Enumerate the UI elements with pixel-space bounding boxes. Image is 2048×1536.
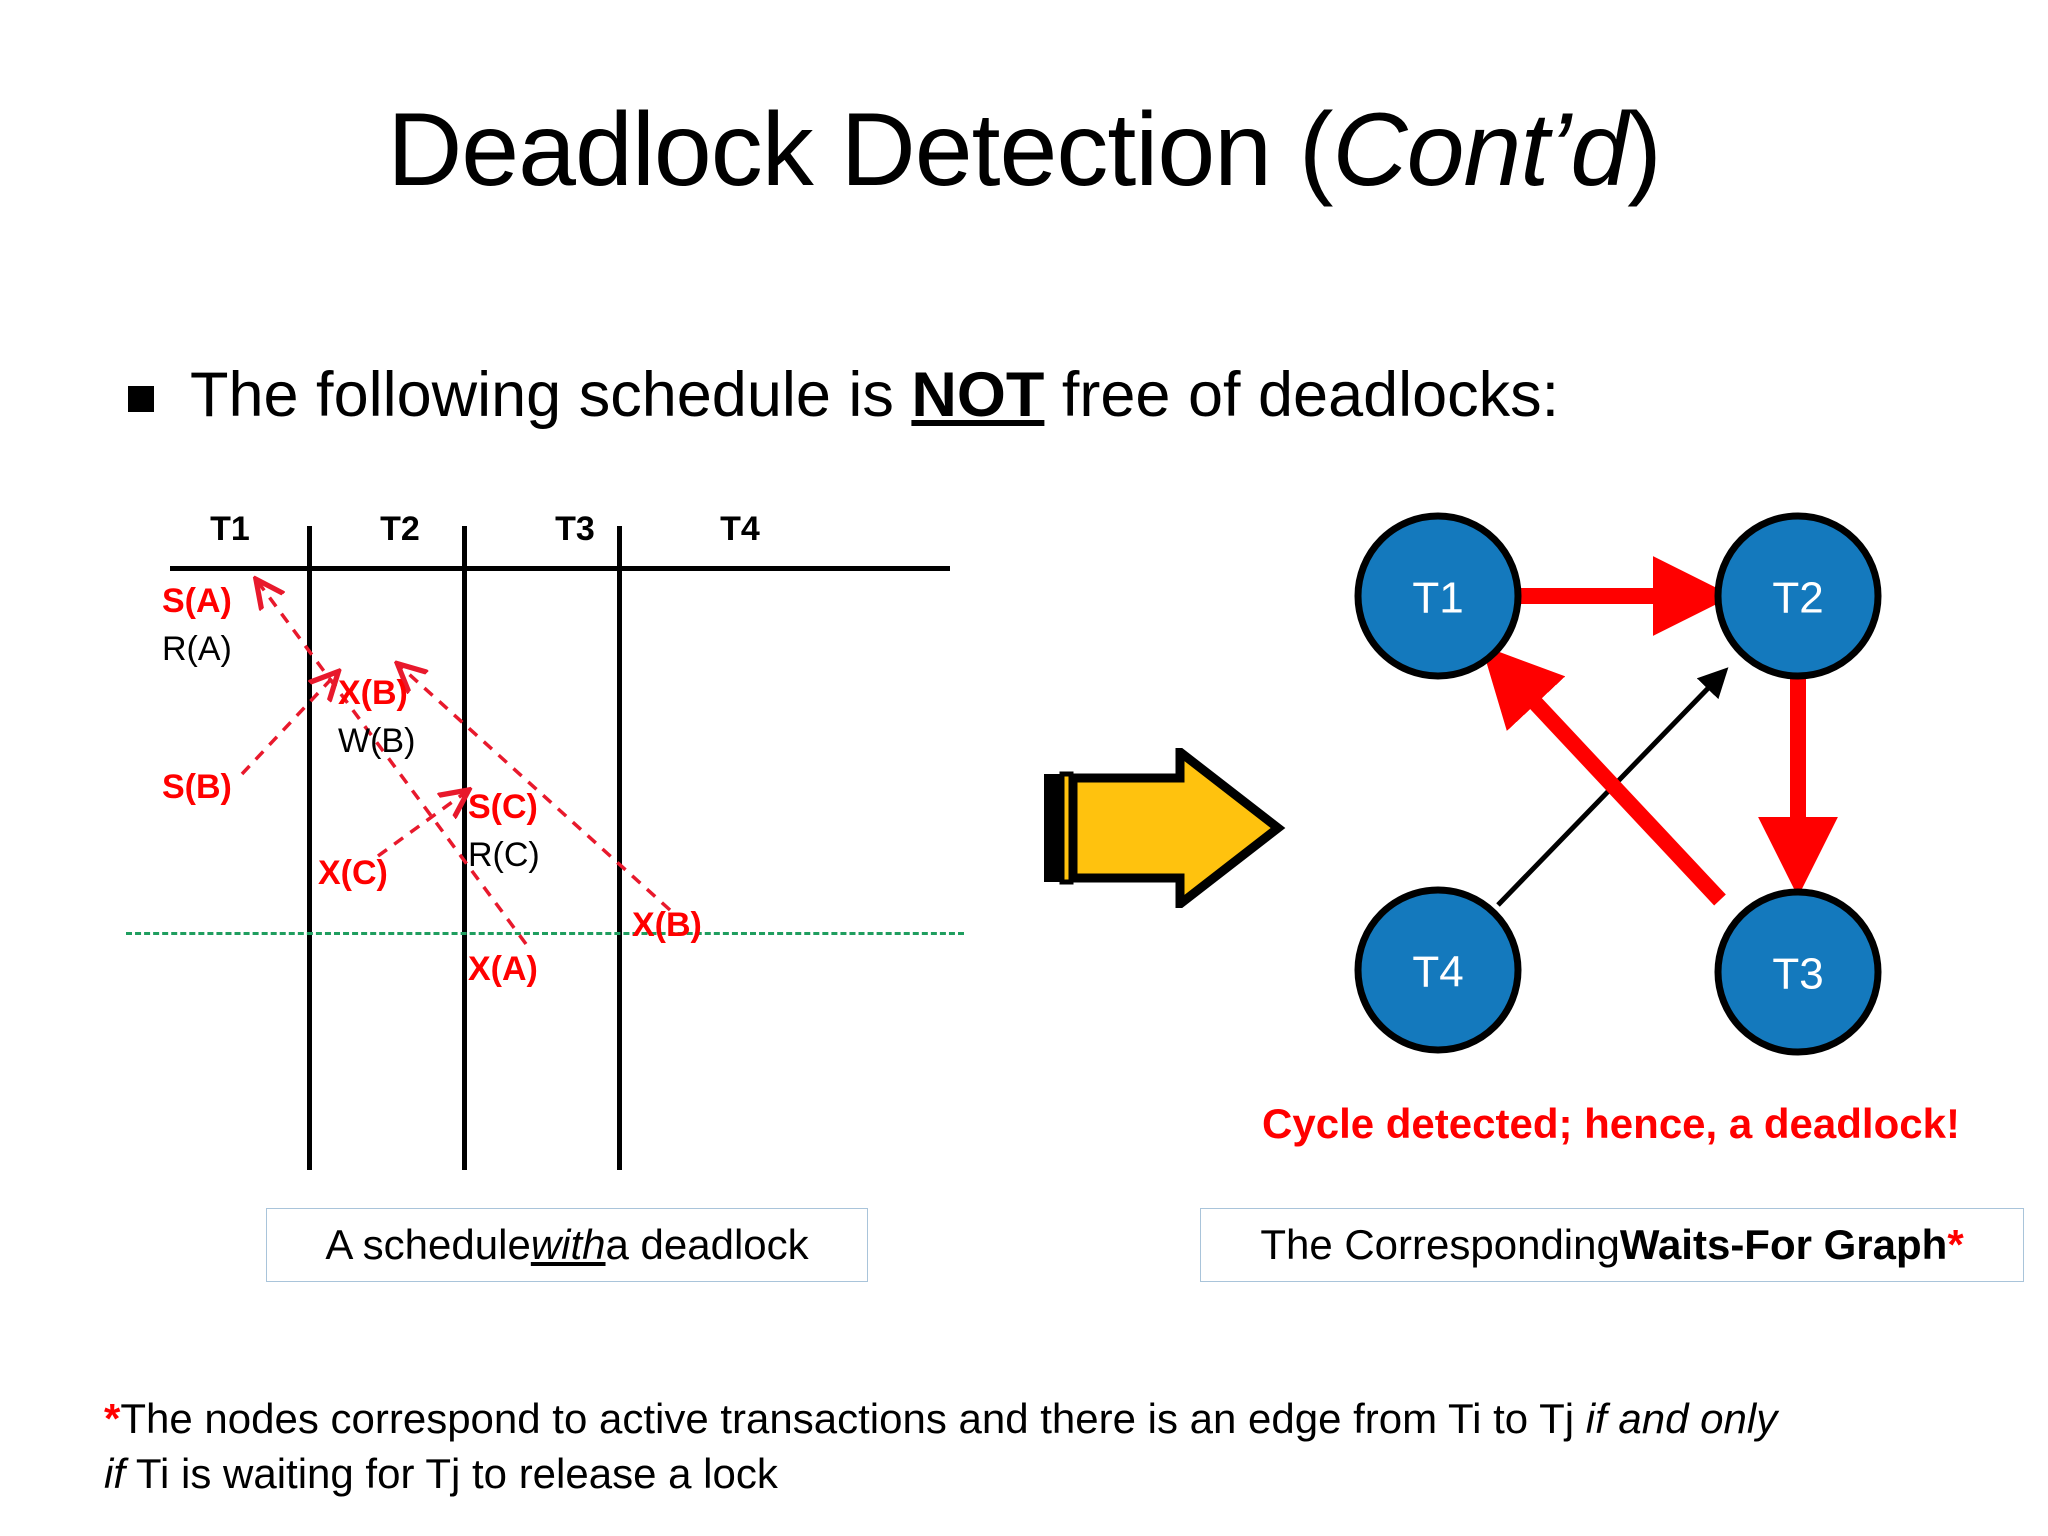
schedule-column-header-t4: T4 <box>720 510 760 548</box>
schedule-cell-t3-rc: R(C) <box>468 836 540 874</box>
footnote-line2-post: Ti is waiting for Tj to release a lock <box>125 1449 778 1497</box>
bullet-text: The following schedule is NOT free of de… <box>190 360 1559 431</box>
bullet-post: free of deadlocks: <box>1044 360 1560 430</box>
wfg-node-t3[interactable]: T3 <box>1714 888 1882 1056</box>
schedule-cell-t2-wb: W(B) <box>338 722 416 760</box>
schedule-cell-t3-xa: X(A) <box>468 950 538 988</box>
schedule-caption-post: a deadlock <box>605 1221 809 1268</box>
wait-arrow-xa-to-sa <box>258 582 528 946</box>
graph-caption-pre: The Corresponding <box>1260 1221 1620 1268</box>
schedule-cell-t1-sa: S(A) <box>162 582 232 620</box>
schedule-column-header-t3: T3 <box>555 510 595 548</box>
schedule-cell-t3-sc: S(C) <box>468 788 538 826</box>
deadlock-cut-line <box>126 932 964 935</box>
wait-arrow-xb4-to-xb2 <box>400 666 672 912</box>
wfg-node-t4[interactable]: T4 <box>1354 886 1522 1054</box>
footnote-star: * <box>104 1395 121 1442</box>
graph-caption-footnote-marker: * <box>1947 1221 1964 1268</box>
cycle-detected-message: Cycle detected; hence, a deadlock! <box>1262 1100 1960 1147</box>
title-close: ) <box>1627 92 1662 208</box>
bullet-pre: The following schedule is <box>190 360 912 430</box>
schedule-column-header-t2: T2 <box>380 510 420 548</box>
schedule-table: T1 T2 T3 T4 <box>126 510 964 1170</box>
wfg-node-label-t4: T4 <box>1412 948 1463 997</box>
footnote-line1-italic: if and only <box>1585 1395 1778 1442</box>
graph-caption: The Corresponding Waits-For Graph* <box>1200 1208 2024 1282</box>
graph-caption-emphasis: Waits-For Graph <box>1619 1221 1948 1268</box>
schedule-caption-pre: A schedule <box>325 1221 531 1268</box>
schedule-caption: A schedule with a deadlock <box>266 1208 868 1282</box>
schedule-cell-t2-xb: X(B) <box>338 674 408 712</box>
waits-for-graph: T1 T2 T4 T3 <box>1320 500 1882 1080</box>
bullet-emphasis: NOT <box>911 360 1045 430</box>
schedule-column-header-t1: T1 <box>210 510 250 548</box>
wfg-node-t1[interactable]: T1 <box>1354 512 1522 680</box>
schedule-cell-t1-ra: R(A) <box>162 630 232 668</box>
schedule-divider-3 <box>617 526 622 1170</box>
wait-arrow-layer <box>240 510 672 946</box>
title-main: Deadlock Detection ( <box>387 92 1333 208</box>
schedule-divider-1 <box>307 526 312 1170</box>
schedule-cell-t1-sb: S(B) <box>162 768 232 806</box>
wfg-node-label-t1: T1 <box>1412 574 1463 623</box>
footnote-line1-pre: The nodes correspond to active transacti… <box>120 1395 1586 1442</box>
wfg-node-t2[interactable]: T2 <box>1714 512 1882 680</box>
schedule-cell-t4-xb: X(B) <box>632 906 702 944</box>
page-title: Deadlock Detection (Cont’d) <box>0 95 2048 205</box>
wait-arrow-xc-to-sc <box>376 792 466 858</box>
schedule-cell-t2-xc: X(C) <box>318 854 388 892</box>
title-italic: Cont’d <box>1332 92 1629 208</box>
footnote-line2-italic: if <box>104 1449 125 1497</box>
wait-arrow-sb-to-xb <box>240 674 336 776</box>
schedule-caption-emphasis: with <box>530 1221 606 1268</box>
footnote: *The nodes correspond to active transact… <box>104 1392 1984 1501</box>
schedule-divider-2 <box>462 526 467 1170</box>
bullet-row: The following schedule is NOT free of de… <box>128 360 1988 431</box>
bullet-square-icon <box>128 386 154 412</box>
wfg-node-label-t3: T3 <box>1772 950 1823 999</box>
wfg-edge-t3-t1 <box>1481 645 1726 906</box>
wfg-node-label-t2: T2 <box>1772 574 1823 623</box>
transition-arrow-icon <box>1044 748 1286 908</box>
schedule-header-rule <box>170 566 950 571</box>
